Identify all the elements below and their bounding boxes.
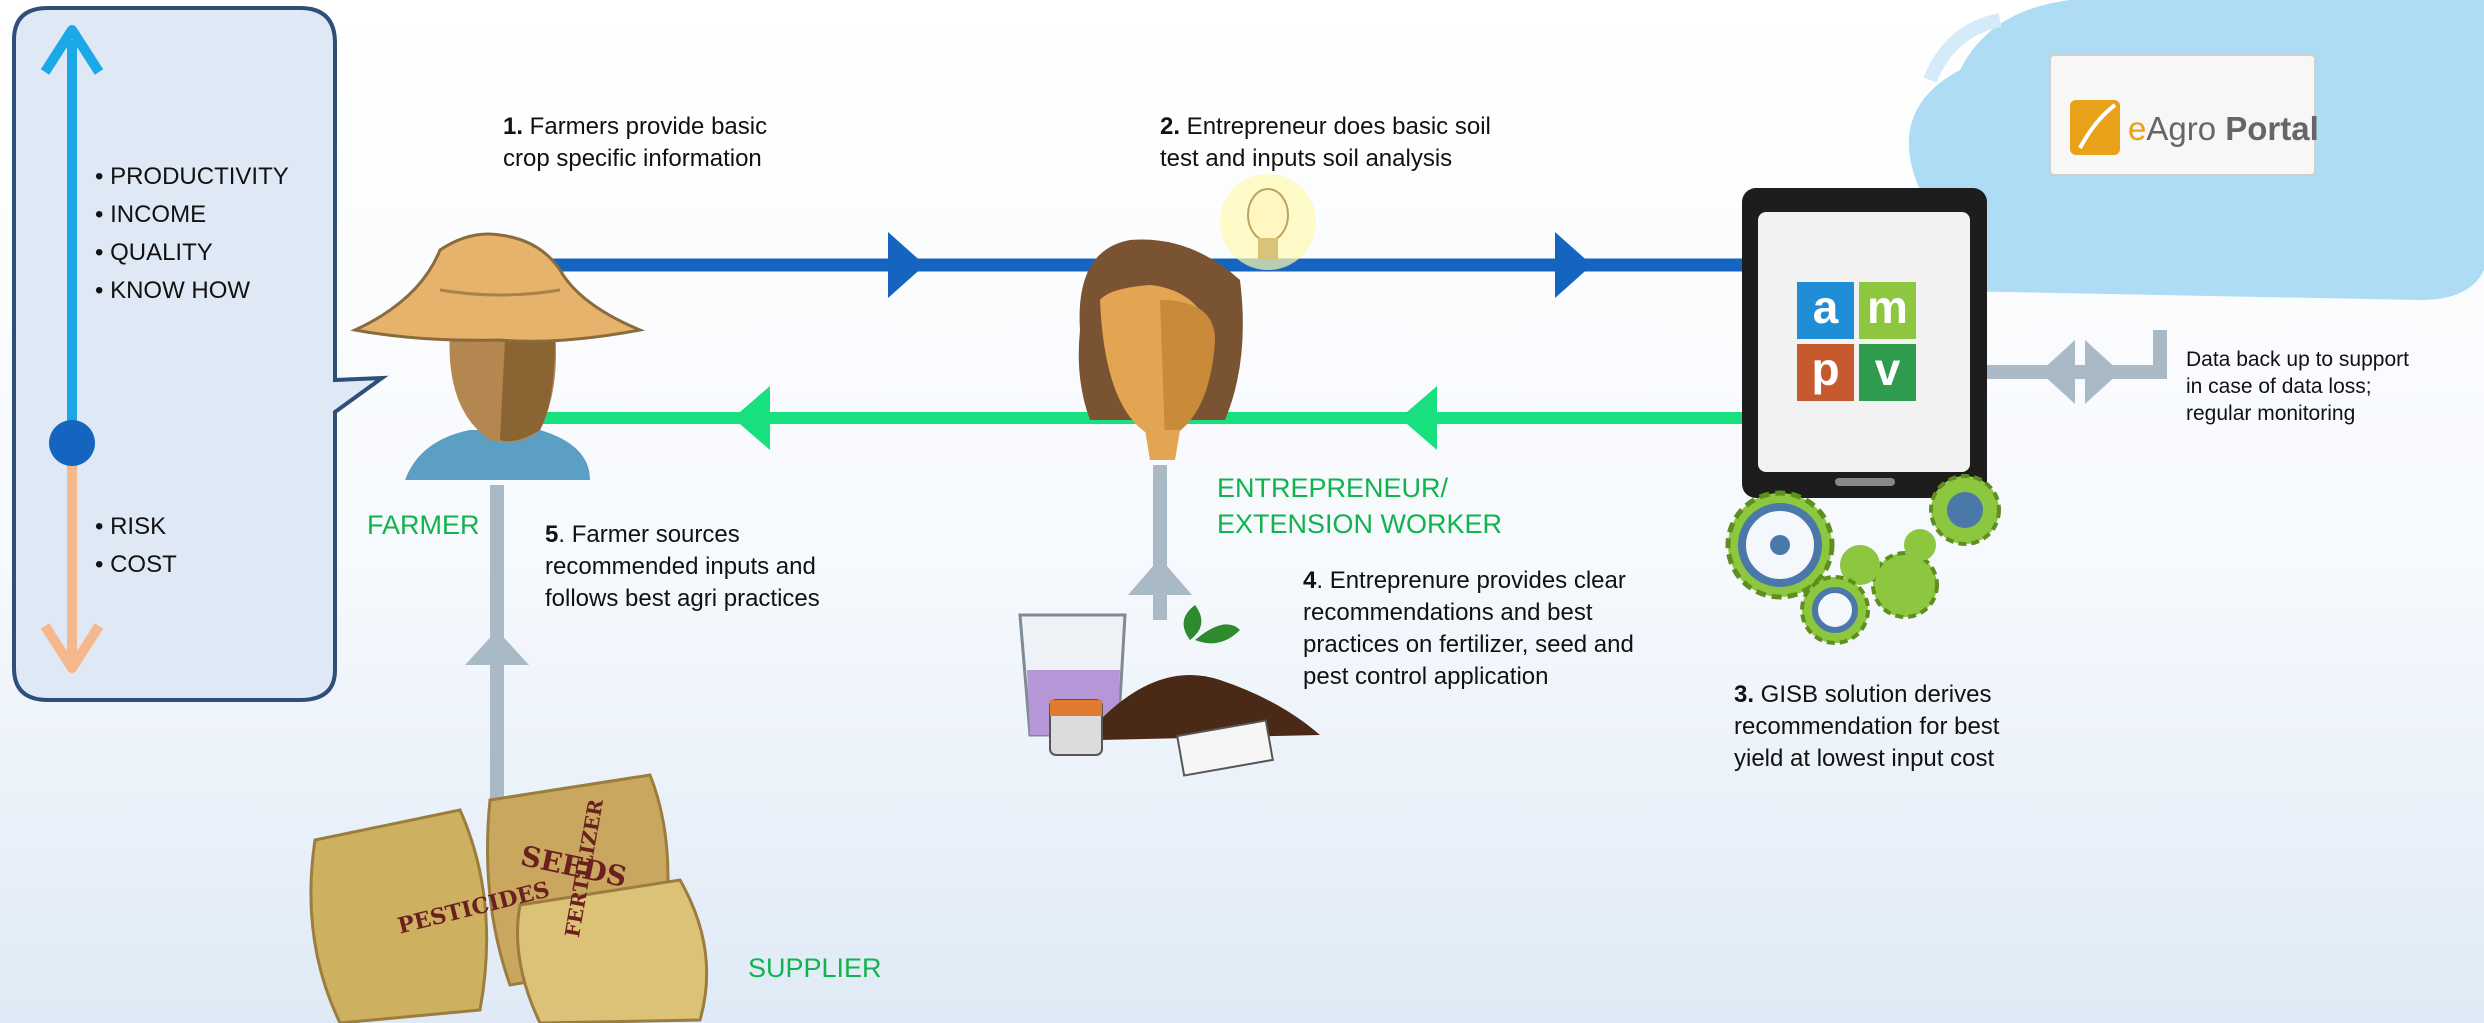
step-1-line-2: crop specific information (503, 145, 762, 172)
benefits-down-list: RISK COST (95, 508, 177, 584)
step-5-line-2: recommended inputs and (545, 553, 816, 580)
gears-icon (1725, 474, 2001, 645)
benefits-up-list: PRODUCTIVITY INCOME QUALITY KNOW HOW (95, 158, 289, 310)
portal-agro: Agro (2146, 110, 2226, 147)
portal-card (2049, 54, 2316, 176)
lightbulb-icon (1220, 174, 1316, 270)
step-4-line-4: pest control application (1303, 663, 1549, 690)
backup-note-line-2: in case of data loss; (2186, 375, 2372, 398)
step-5-line-1: . Farmer sources (558, 521, 740, 548)
supply-flow-arrow (465, 485, 529, 800)
reduce-risk: RISK (95, 508, 177, 546)
step-4-text: 4. Entreprenure provides clear recommend… (1303, 565, 1634, 693)
step-2-line-2: test and inputs soil analysis (1160, 145, 1453, 172)
backup-flow-arrow (1985, 330, 2167, 404)
supplier-bags-illustration (309, 773, 709, 1023)
balance-point (49, 420, 95, 466)
step-2-line-1: Entrepreneur does basic soil (1180, 113, 1491, 140)
logo-tile-a: a (1797, 282, 1854, 339)
benefit-productivity: PRODUCTIVITY (95, 158, 289, 196)
soil-test-kit-illustration (1018, 605, 1320, 777)
step-3-text: 3. GISB solution derives recommendation … (1734, 679, 1999, 775)
ampv-app-logo: a m p v (1797, 282, 1921, 406)
step-4-line-3: practices on fertilizer, seed and (1303, 631, 1634, 658)
logo-tile-v: v (1859, 344, 1916, 401)
step-5-line-3: follows best agri practices (545, 585, 820, 612)
logo-tile-m: m (1859, 282, 1916, 339)
step-4-line-1: . Entreprenure provides clear (1316, 567, 1626, 594)
backup-note-line-1: Data back up to support (2186, 348, 2409, 371)
step-3-line-2: recommendation for best (1734, 713, 2000, 740)
logo-tile-p: p (1797, 344, 1854, 401)
down-arrow-head (40, 623, 104, 673)
step-5-number: 5 (545, 521, 559, 548)
entrepreneur-label-line-2: EXTENSION WORKER (1217, 509, 1503, 539)
step-3-line-1: GISB solution derives (1754, 681, 1992, 708)
portal-word: Portal (2225, 110, 2319, 147)
entrepreneur-label-line-1: ENTREPRENEUR/ (1217, 473, 1449, 503)
step-1-line-1: Farmers provide basic (523, 113, 768, 140)
benefit-income: INCOME (95, 196, 289, 234)
step-3-line-3: yield at lowest input cost (1734, 745, 1995, 772)
benefit-know-how: KNOW HOW (95, 272, 289, 310)
entrepreneur-label: ENTREPRENEUR/ EXTENSION WORKER (1217, 470, 1502, 542)
step-1-number: 1. (503, 113, 524, 140)
portal-e: e (2128, 110, 2147, 147)
supplier-label: SUPPLIER (748, 953, 882, 983)
step-1-text: 1. Farmers provide basic crop specific i… (503, 111, 767, 175)
tablet-device (1742, 188, 1987, 498)
farmer-illustration (350, 232, 646, 480)
farmer-label: FARMER (367, 510, 480, 540)
step-4-number: 4 (1303, 567, 1317, 594)
reduce-cost: COST (95, 546, 177, 584)
up-arrow-head (40, 25, 104, 75)
entrepreneur-illustration (1078, 239, 1243, 460)
backup-note: Data back up to support in case of data … (2186, 346, 2409, 427)
step-5-text: 5. Farmer sources recommended inputs and… (545, 519, 820, 615)
step-2-text: 2. Entrepreneur does basic soil test and… (1160, 111, 1491, 175)
portal-logo-text: eAgro Portal (2128, 110, 2319, 148)
backup-note-line-3: regular monitoring (2186, 402, 2356, 425)
step-3-number: 3. (1734, 681, 1755, 708)
soil-flow-arrow (1128, 465, 1192, 620)
benefit-quality: QUALITY (95, 234, 289, 272)
step-4-line-2: recommendations and best (1303, 599, 1593, 626)
step-2-number: 2. (1160, 113, 1181, 140)
